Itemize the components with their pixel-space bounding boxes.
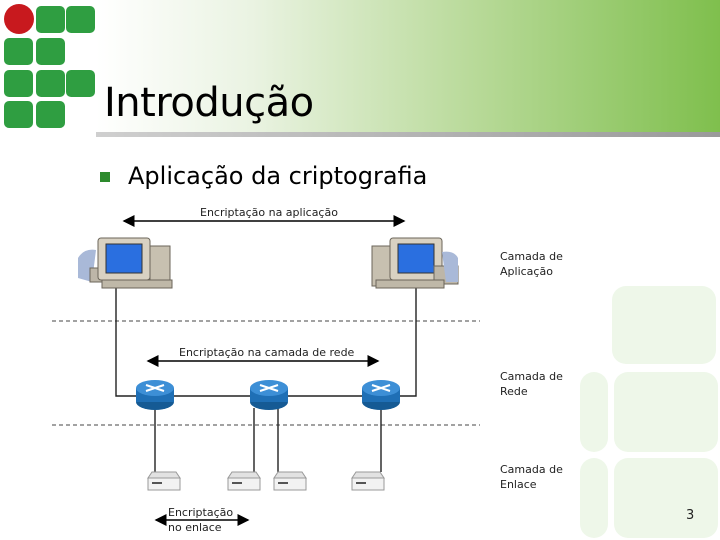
decor-tile bbox=[612, 286, 716, 364]
logo-square bbox=[66, 6, 95, 33]
switch-icon bbox=[227, 471, 261, 491]
router-icon bbox=[250, 380, 288, 410]
bullet-marker bbox=[100, 172, 110, 182]
computer-icon bbox=[78, 237, 173, 289]
layer-label-link: Camada de bbox=[500, 463, 563, 476]
logo-square bbox=[36, 70, 65, 97]
bullet-text: Aplicação da criptografia bbox=[128, 162, 428, 190]
layer-label-network-2: Rede bbox=[500, 385, 528, 398]
decor-tile bbox=[614, 372, 718, 452]
switch-icon bbox=[273, 471, 307, 491]
logo-square bbox=[36, 101, 65, 128]
logo-square bbox=[4, 70, 33, 97]
logo-square bbox=[66, 70, 95, 97]
network-encryption-label: Encriptação na camada de rede bbox=[179, 346, 355, 359]
switch-icon bbox=[351, 471, 385, 491]
page-number: 3 bbox=[686, 508, 695, 523]
network-links bbox=[115, 280, 417, 472]
logo-square bbox=[36, 38, 65, 65]
decor-tile bbox=[580, 458, 608, 538]
router-icon bbox=[362, 380, 400, 410]
header-divider bbox=[96, 132, 720, 137]
computer-icon bbox=[371, 237, 459, 289]
slide-title: Introdução bbox=[104, 80, 314, 126]
link-encryption-label-2: no enlace bbox=[168, 521, 222, 534]
app-encryption-label: Encriptação na aplicação bbox=[200, 206, 338, 219]
layer-label-application: Camada de bbox=[500, 250, 563, 263]
layer-label-application-2: Aplicação bbox=[500, 265, 553, 278]
link-encryption-label: Encriptação bbox=[168, 506, 233, 519]
header-band bbox=[96, 0, 720, 132]
logo-red-circle bbox=[4, 4, 34, 34]
layer-label-network: Camada de bbox=[500, 370, 563, 383]
decor-tile bbox=[580, 372, 608, 452]
institution-logo bbox=[0, 0, 96, 132]
logo-square bbox=[36, 6, 65, 33]
router-icon bbox=[136, 380, 174, 410]
layer-label-link-2: Enlace bbox=[500, 478, 537, 491]
logo-square bbox=[4, 101, 33, 128]
decor-tile bbox=[614, 458, 718, 538]
switch-icon bbox=[147, 471, 181, 491]
logo-square bbox=[4, 38, 33, 65]
